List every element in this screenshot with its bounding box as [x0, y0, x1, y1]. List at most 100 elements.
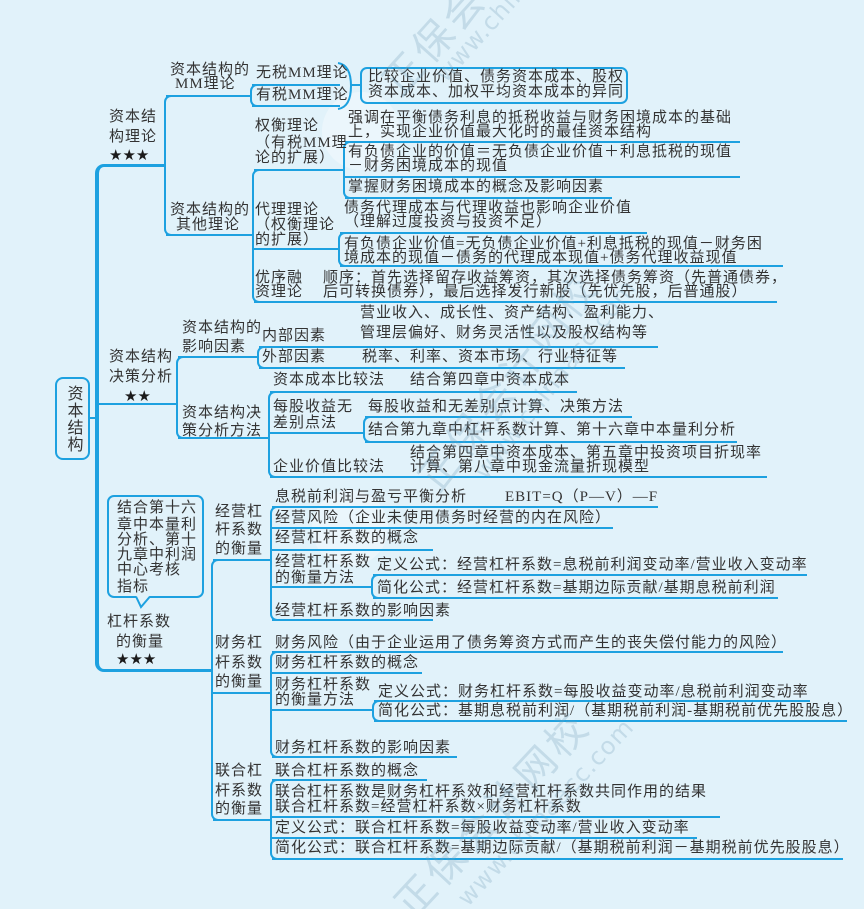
factors-underline — [178, 356, 257, 358]
other-theory-underline — [166, 234, 254, 236]
callout-text: 中心考核 — [117, 562, 182, 578]
mm-note-text: 比较企业价值、债务资本成本、股权 — [368, 69, 625, 85]
branch-3-label: 杠杆系数 — [107, 614, 172, 630]
agency-point: （理解过度投资与投资不足） — [344, 214, 553, 230]
tradeoff-theory-label: 论的扩展） — [255, 150, 336, 166]
root-title: 资本结构 — [64, 384, 82, 453]
comb-item-3-underline — [272, 837, 697, 839]
internal-factors-label: 内部因素 — [262, 328, 327, 344]
branch-2-label: 决策分析 — [109, 369, 174, 385]
op-item-2-underline — [272, 527, 613, 529]
internal-factors-detail: 管理层偏好、财务灵活性以及股权结构等 — [360, 325, 649, 341]
pecking-order-label: 资理论 — [255, 284, 304, 300]
tradeoff-theory-label: （有税MM理 — [255, 135, 348, 151]
mm-theory-label: MM理论 — [175, 76, 236, 92]
financial-leverage-label: 财务杠 — [215, 635, 264, 651]
external-factors-underline — [259, 367, 625, 369]
combined-leverage-label: 杆系数 — [215, 783, 264, 799]
branch-1-label: 构理论 — [109, 129, 158, 145]
root-node: 资本结构 — [55, 377, 90, 460]
value-comparison-underline — [270, 476, 767, 478]
factors-label: 影响因素 — [182, 339, 247, 355]
cost-comparison-detail: 结合第四章中资本成本 — [410, 372, 571, 388]
mm-note-box — [360, 67, 628, 104]
fin-item-1-underline — [272, 651, 783, 653]
op-item-1-underline — [272, 506, 658, 508]
fin-formula-2-underline — [374, 720, 847, 722]
eps-point-1-underline — [365, 416, 632, 418]
agency-point: 境成本的现值－债务的代理成本现值+债务代理收益现值 — [344, 250, 738, 266]
value-comparison-detail: 计算、第八章中现金流量折现模型 — [410, 459, 651, 475]
methods-underline — [178, 437, 268, 439]
external-factors-label: 外部因素 — [262, 349, 327, 365]
comb-item-2-underline — [272, 816, 720, 818]
op-item: 经营风险（企业未使用债务时经营的内在风险） — [275, 510, 612, 526]
financial-leverage-label: 的衡量 — [215, 674, 264, 690]
callout-text: 九章中利润 — [117, 547, 198, 563]
agency-theory-label: 代理理论 — [255, 202, 320, 218]
callout-text: 分析、第十 — [117, 532, 198, 548]
fin-item: 财务杠杆系数的影响因素 — [275, 740, 452, 756]
mm-note-text: 资本成本、加权平均资本成本的异同 — [368, 84, 625, 100]
eps-method-point: 结合第九章中杠杆系数计算、第十六章中本量利分析 — [368, 422, 737, 438]
pecking-order-point: 后可转换债券），最后选择发行新股（先优先股，后普通股） — [323, 284, 748, 300]
agency-point-1-underline — [340, 232, 647, 234]
financial-underline — [213, 692, 270, 694]
agency-theory-label: （权衡理论 — [255, 217, 336, 233]
comb-formula: 简化公式：联合杠杆系数=基期边际贡献/（基期税前利润－基期税前优先股股息） — [275, 840, 850, 856]
cost-comparison-label: 资本成本比较法 — [273, 372, 386, 388]
branch-1-label: 资本结 — [109, 109, 158, 125]
eps-method-label: 差别点法 — [273, 415, 338, 431]
branch-3-label: 的衡量 — [116, 634, 165, 650]
pecking-order-label: 优序融 — [255, 270, 304, 286]
op-item: 经营杠杆系数的影响因素 — [275, 603, 452, 619]
operating-leverage-label: 杆系数 — [215, 522, 264, 538]
untaxed-mm-label: 无税MM理论 — [256, 65, 349, 81]
importance-stars: ★★★ — [109, 148, 150, 164]
taxed-mm-label: 有税MM理论 — [256, 87, 349, 103]
untaxed-mm-underline — [252, 84, 340, 86]
branch-2-underline — [97, 403, 178, 405]
eps-method-underline — [270, 432, 363, 434]
operating-leverage-label: 经营杠 — [215, 504, 264, 520]
op-item-3-underline — [272, 549, 433, 551]
fin-item: 的衡量方法 — [275, 692, 356, 708]
tradeoff-point: 强调在平衡债务利息的抵税收益与财务困境成本的基础 — [348, 110, 733, 126]
external-factors-detail: 税率、利率、资本市场、行业特征等 — [362, 349, 619, 365]
comb-item: 联合杠杆系数=经营杠杆系数×财务杠杆系数 — [275, 799, 582, 815]
op-item-5-underline — [272, 619, 433, 621]
operating-underline — [213, 559, 270, 561]
op-ebit-formula: EBIT=Q（P—V）—F — [505, 489, 659, 505]
callout-text: 结合第十六 — [117, 500, 198, 516]
comb-formula: 定义公式：联合杠杆系数=每股收益变动率/营业收入变动率 — [275, 820, 690, 836]
cost-comparison-underline — [270, 391, 577, 393]
fin-item-2-underline — [272, 672, 422, 674]
tradeoff-point-3-underline — [345, 197, 612, 199]
brace-connector-line — [351, 84, 361, 86]
fin-item: 财务风险（由于企业运用了债务筹资方式而产生的丧失偿付能力的风险） — [275, 635, 788, 651]
op-formula-2-underline — [373, 597, 778, 599]
financial-leverage-label: 杆系数 — [215, 655, 264, 671]
tradeoff-point: 掌握财务困境成本的概念及影响因素 — [348, 179, 605, 195]
op-item: 经营杠杆系数 — [275, 554, 372, 570]
agency-underline — [254, 248, 338, 250]
eps-method-point: 每股收益和无差别点计算、决策方法 — [368, 399, 625, 415]
fin-item-3-underline — [272, 709, 372, 711]
op-item-4-underline — [272, 586, 371, 588]
op-formula: 简化公式：经营杠杆系数=基期边际贡献/基期息税前利润 — [377, 580, 776, 596]
fin-item: 财务杠杆系数的概念 — [275, 655, 420, 671]
importance-stars: ★★★ — [116, 652, 157, 668]
branch-3-underline — [105, 669, 212, 672]
tradeoff-point: 有负债企业的价值＝无负债企业价值＋利息抵税的现值 — [348, 144, 733, 160]
agency-point: 债务代理成本与代理收益也影响企业价值 — [344, 200, 633, 216]
op-formula-1-underline — [373, 574, 807, 576]
tradeoff-point-1-underline — [345, 141, 740, 143]
agency-theory-label: 的扩展） — [255, 232, 320, 248]
branch-1-underline — [105, 164, 166, 167]
fin-formula: 简化公式：基期息税前利润/（基期税前利润-基期税前优先股股息） — [378, 703, 854, 719]
brace-icon — [337, 62, 353, 110]
factors-label: 资本结构的 — [182, 320, 263, 336]
callout-pointer-icon — [135, 595, 151, 609]
agency-point-2-underline — [340, 265, 783, 267]
